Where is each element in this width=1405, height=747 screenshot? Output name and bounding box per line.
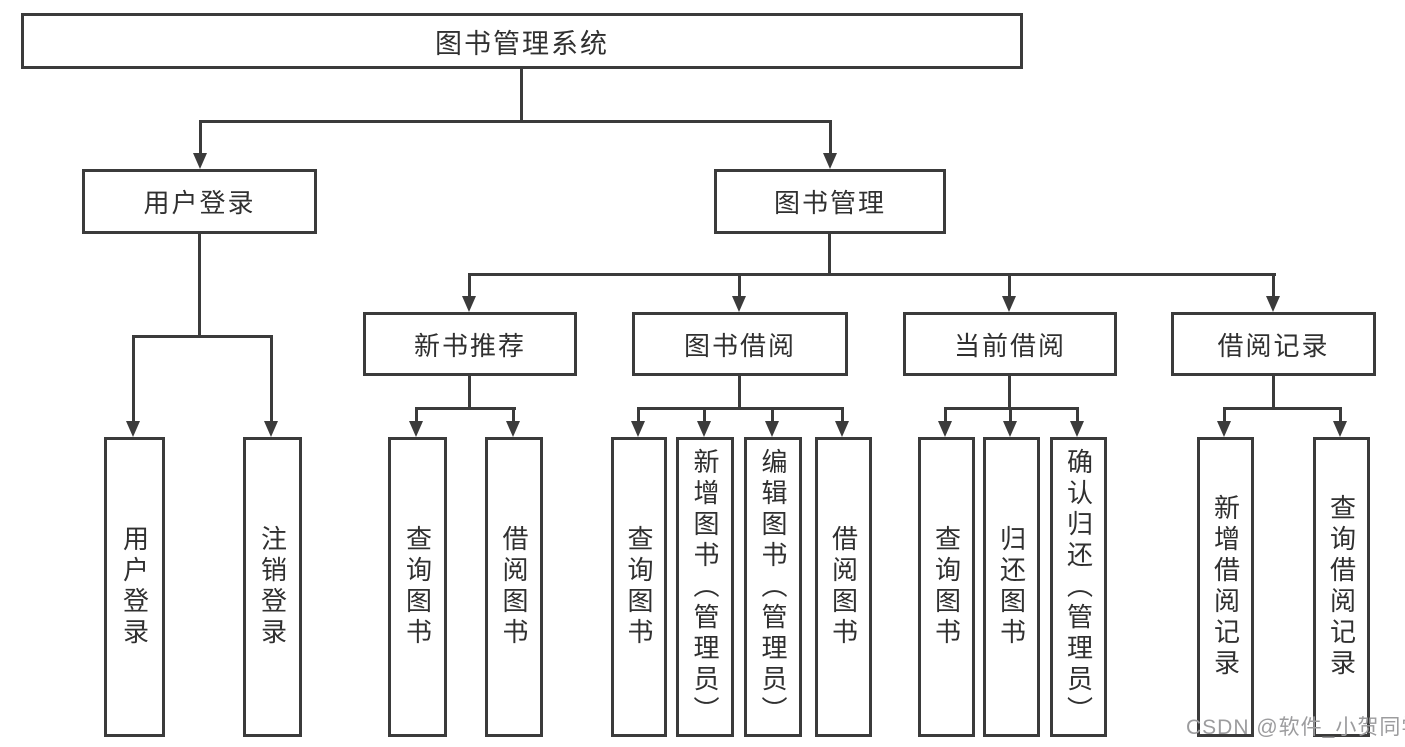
node-leaf-user-login: 用户登录 xyxy=(104,437,165,737)
node-leaf-query-books-borrowing: 查询图书 xyxy=(611,437,667,737)
arrowhead-icon xyxy=(409,421,423,437)
node-label: 查询图书 xyxy=(931,525,962,649)
connector-line xyxy=(468,273,471,296)
node-leaf-query-books-recommend: 查询图书 xyxy=(388,437,447,737)
node-label: 归还图书 xyxy=(996,525,1027,649)
arrowhead-icon xyxy=(697,421,711,437)
watermark: CSDN @软件_小贺同学 xyxy=(1186,716,1405,739)
connector-line xyxy=(1339,407,1342,421)
node-leaf-query-borrow-record: 查询借阅记录 xyxy=(1313,437,1370,737)
arrowhead-icon xyxy=(264,421,278,437)
node-borrowing-records: 借阅记录 xyxy=(1171,312,1376,376)
node-label: 新增借阅记录 xyxy=(1210,494,1241,680)
connector-line xyxy=(1008,273,1011,296)
node-label: 借阅图书 xyxy=(499,525,529,649)
connector-line xyxy=(1272,376,1275,410)
node-user-login: 用户登录 xyxy=(82,169,317,234)
connector-line xyxy=(415,407,418,421)
connector-line xyxy=(132,335,273,338)
node-leaf-add-books-admin: 新增图书（管理员） xyxy=(676,437,734,737)
connector-line xyxy=(738,273,741,296)
arrowhead-icon xyxy=(1217,421,1231,437)
node-current-borrowing: 当前借阅 xyxy=(903,312,1117,376)
node-label: 编辑图书（管理员） xyxy=(758,447,788,727)
arrowhead-icon xyxy=(732,296,746,312)
node-label: 图书管理 xyxy=(773,188,886,218)
connector-line xyxy=(199,120,202,153)
node-label: 图书管理系统 xyxy=(435,28,609,59)
connector-line xyxy=(1223,407,1226,421)
arrowhead-icon xyxy=(462,296,476,312)
node-label: 当前借阅 xyxy=(953,330,1066,361)
arrowhead-icon xyxy=(126,421,140,437)
node-label: 用户登录 xyxy=(119,525,150,649)
node-leaf-confirm-return-admin: 确认归还（管理员） xyxy=(1050,437,1107,737)
connector-line xyxy=(270,335,273,421)
connector-line xyxy=(738,376,741,410)
arrowhead-icon xyxy=(1333,421,1347,437)
connector-line xyxy=(703,407,706,421)
connector-line xyxy=(1009,407,1012,421)
node-leaf-return-books: 归还图书 xyxy=(983,437,1040,737)
connector-line xyxy=(199,120,832,123)
arrowhead-icon xyxy=(1070,421,1084,437)
connector-line xyxy=(469,273,1276,276)
arrowhead-icon xyxy=(823,153,837,169)
connector-line xyxy=(637,407,844,410)
arrowhead-icon xyxy=(1003,421,1017,437)
arrowhead-icon xyxy=(193,153,207,169)
connector-line xyxy=(198,234,201,338)
connector-line xyxy=(1008,376,1011,410)
connector-line xyxy=(1076,407,1079,421)
node-label: 查询借阅记录 xyxy=(1326,494,1357,680)
node-label: 确认归还（管理员） xyxy=(1063,447,1094,727)
connector-line xyxy=(841,407,844,421)
node-library-management-system: 图书管理系统 xyxy=(21,13,1023,69)
node-leaf-borrow-books-recommend: 借阅图书 xyxy=(485,437,543,737)
node-label: 借阅图书 xyxy=(828,525,859,649)
arrowhead-icon xyxy=(938,421,952,437)
node-leaf-query-books-current: 查询图书 xyxy=(918,437,975,737)
arrowhead-icon xyxy=(1002,296,1016,312)
node-label: 借阅记录 xyxy=(1217,330,1330,361)
connector-line xyxy=(132,335,135,421)
node-leaf-logout: 注销登录 xyxy=(243,437,302,737)
connector-line xyxy=(771,407,774,421)
node-label: 用户登录 xyxy=(143,188,256,218)
connector-line xyxy=(637,407,640,421)
node-label: 新书推荐 xyxy=(413,330,526,361)
arrowhead-icon xyxy=(765,421,779,437)
connector-line xyxy=(468,376,471,410)
node-leaf-borrow-books: 借阅图书 xyxy=(815,437,872,737)
arrowhead-icon xyxy=(506,421,520,437)
connector-line xyxy=(512,407,515,421)
connector-line xyxy=(828,234,831,276)
connector-line xyxy=(520,69,523,123)
connector-line xyxy=(1223,407,1342,410)
connector-line xyxy=(415,407,516,410)
connector-line xyxy=(829,120,832,153)
node-new-book-recommendation: 新书推荐 xyxy=(363,312,577,376)
node-label: 图书借阅 xyxy=(683,330,796,361)
connector-line xyxy=(1272,273,1275,296)
arrowhead-icon xyxy=(631,421,645,437)
node-label: 注销登录 xyxy=(257,525,288,649)
node-book-management: 图书管理 xyxy=(714,169,946,234)
node-label: 查询图书 xyxy=(624,525,654,649)
arrowhead-icon xyxy=(1266,296,1280,312)
node-label: 查询图书 xyxy=(402,525,433,649)
arrowhead-icon xyxy=(835,421,849,437)
node-label: 新增图书（管理员） xyxy=(690,447,720,727)
node-leaf-edit-books-admin: 编辑图书（管理员） xyxy=(744,437,802,737)
node-book-borrowing: 图书借阅 xyxy=(632,312,848,376)
node-leaf-add-borrow-record: 新增借阅记录 xyxy=(1197,437,1254,737)
connector-line xyxy=(944,407,947,421)
